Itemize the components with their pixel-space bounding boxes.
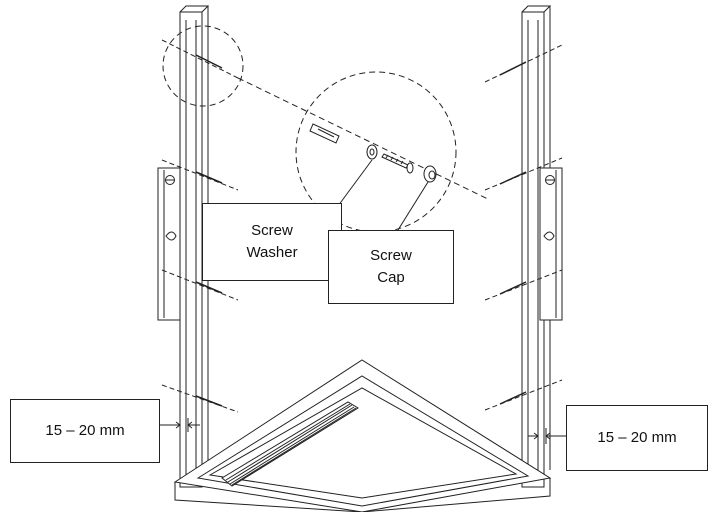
screw-cap-line-1: Screw (370, 247, 412, 264)
screw-washer-line-1: Screw (251, 222, 293, 239)
right-screws (499, 61, 527, 405)
screw-washer-line-2: Washer (246, 244, 298, 261)
screw-washer-label: Screw Washer (202, 203, 342, 281)
left-wall-bracket (157, 167, 181, 321)
detail-connector-line (237, 77, 491, 201)
shower-tray (173, 359, 552, 512)
screw-cap-label: Screw Cap (328, 230, 454, 304)
right-gap-text: 15 – 20 mm (597, 429, 677, 446)
right-gap-label: 15 – 20 mm (566, 405, 708, 471)
tray-drain-grill (221, 401, 359, 487)
screw-cap-line-2: Cap (377, 269, 405, 286)
small-detail-circle (162, 25, 244, 107)
washer-leader-line (337, 159, 373, 207)
left-gap-text: 15 – 20 mm (45, 422, 125, 439)
exploded-screw-assembly (309, 123, 437, 183)
left-gap-label: 15 – 20 mm (10, 399, 160, 463)
cap-leader-line (397, 181, 429, 231)
right-gap-dimension (528, 428, 566, 444)
left-gap-dimension (160, 418, 200, 432)
right-wall-bracket (539, 167, 563, 321)
left-screw-axes (161, 39, 239, 413)
left-screws (195, 54, 223, 407)
